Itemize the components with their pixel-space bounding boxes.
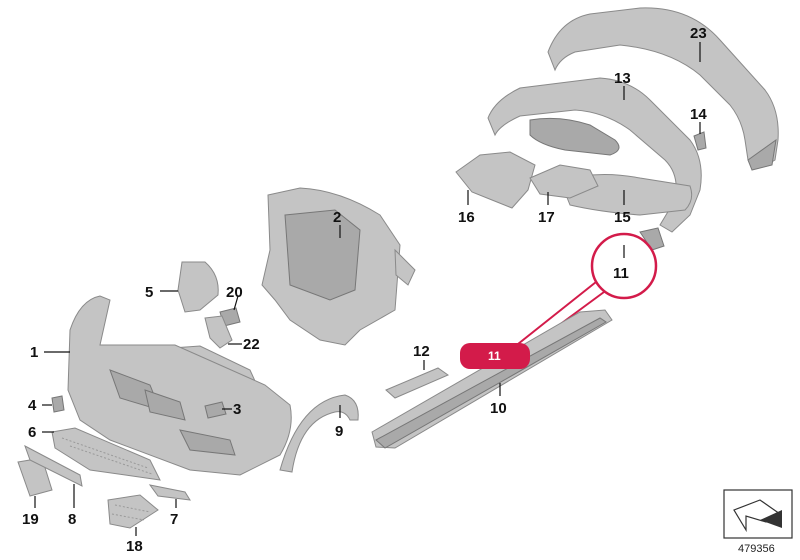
- highlight-badge-label: 11: [488, 349, 501, 363]
- part-6-shape[interactable]: [51, 427, 161, 481]
- callout-22: 22: [243, 336, 260, 353]
- part-17-shape[interactable]: [529, 164, 599, 199]
- part-22-shape[interactable]: [204, 315, 233, 349]
- part-12-shape[interactable]: [385, 367, 450, 399]
- part-8-shape[interactable]: [24, 444, 83, 487]
- callout-23: 23: [690, 25, 707, 42]
- callout-10: 10: [490, 400, 507, 417]
- highlight-circle-label: 11: [613, 265, 629, 282]
- part-16-shape[interactable]: [455, 151, 536, 209]
- part-5-shape[interactable]: [177, 261, 219, 313]
- callout-5: 5: [145, 284, 153, 301]
- part-18-shape[interactable]: [107, 494, 159, 529]
- callout-19: 19: [22, 511, 39, 528]
- part-13-shape[interactable]: [487, 77, 702, 233]
- callout-12: 12: [413, 343, 430, 360]
- part-1-shape[interactable]: [67, 295, 292, 476]
- callout-17: 17: [538, 209, 555, 226]
- part-4-shape[interactable]: [51, 395, 65, 413]
- part-3-shape[interactable]: [204, 401, 227, 419]
- highlight-circle-11[interactable]: [590, 232, 658, 300]
- part-9-shape[interactable]: [279, 394, 359, 473]
- part-2-shape[interactable]: [261, 187, 416, 346]
- part-7-shape[interactable]: [148, 484, 191, 501]
- diagram-reference-number: 479356: [738, 543, 775, 555]
- callout-9: 9: [335, 423, 343, 440]
- highlight-connector: [517, 281, 597, 345]
- callout-3: 3: [233, 401, 241, 418]
- callout-6: 6: [28, 424, 36, 441]
- callout-4: 4: [28, 397, 37, 414]
- callout-7: 7: [170, 511, 178, 528]
- callout-18: 18: [126, 538, 143, 555]
- callout-13: 13: [614, 70, 631, 87]
- page-corner-arrow-icon[interactable]: [723, 489, 793, 539]
- part-23-shape[interactable]: [547, 7, 779, 171]
- highlight-badge-11[interactable]: 11: [460, 343, 530, 369]
- callout-14: 14: [690, 106, 707, 123]
- callout-20: 20: [226, 284, 243, 301]
- part-14-shape[interactable]: [693, 131, 707, 151]
- callout-8: 8: [68, 511, 76, 528]
- callout-1: 1: [30, 344, 38, 361]
- part-10-shape[interactable]: [371, 309, 613, 449]
- callout-2: 2: [333, 209, 341, 226]
- callout-16: 16: [458, 209, 475, 226]
- callout-15: 15: [614, 209, 631, 226]
